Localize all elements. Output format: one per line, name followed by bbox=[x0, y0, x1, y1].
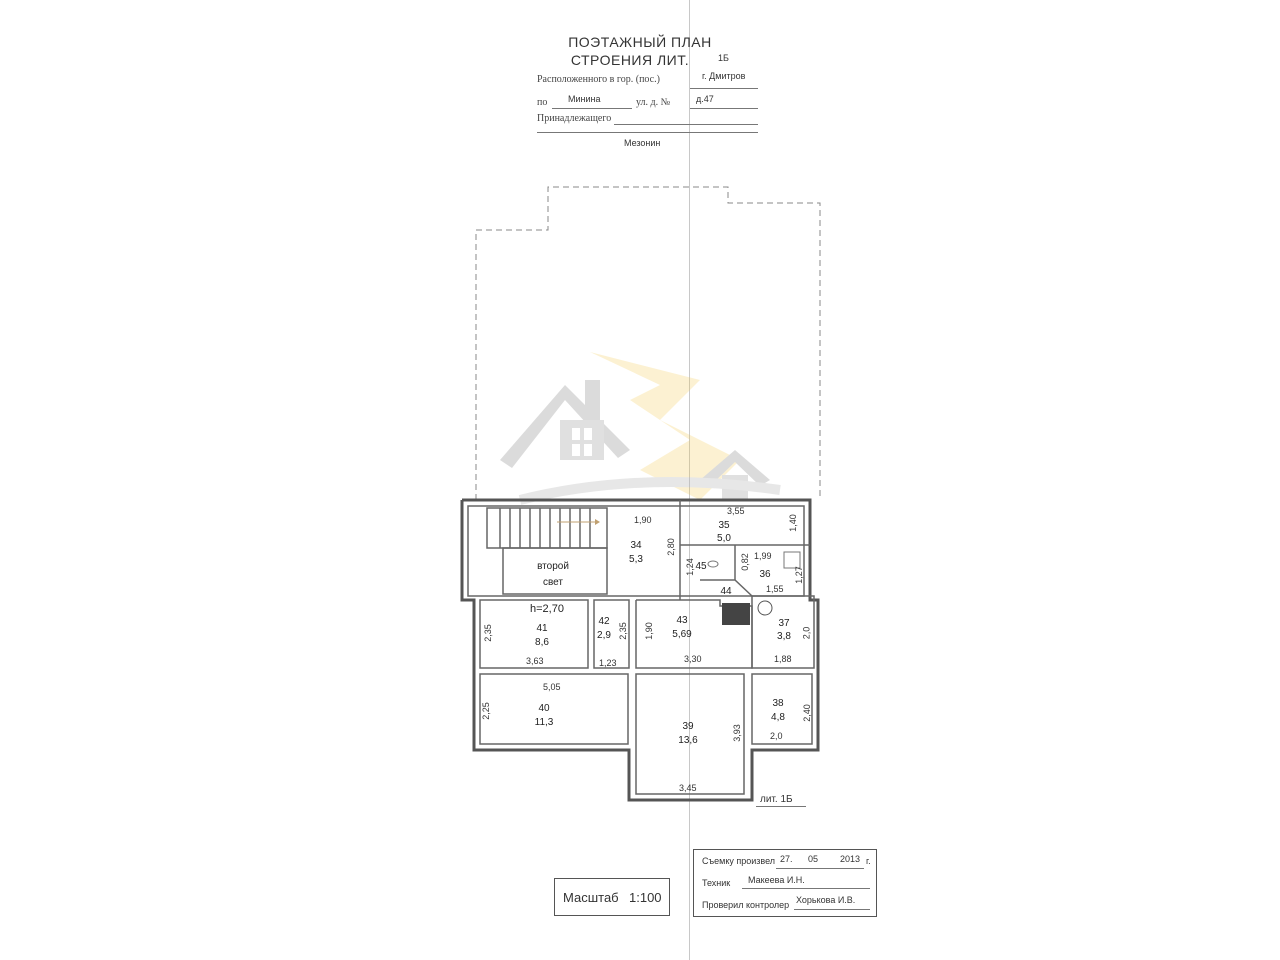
room-35-number: 35 bbox=[718, 520, 730, 531]
room-40-area: 11,3 bbox=[534, 717, 554, 728]
survey-stamp: Съемку произвел 27. 05 2013 г. Техник Ма… bbox=[693, 849, 877, 917]
survey-year: 2013 bbox=[840, 854, 861, 864]
toilet-fixture bbox=[707, 560, 719, 568]
dim-0-82: 0,82 bbox=[739, 553, 750, 571]
dim-3-63: 3,63 bbox=[526, 656, 544, 666]
technician-label: Техник bbox=[702, 878, 731, 888]
dim-1-88: 1,88 bbox=[774, 654, 792, 664]
room-36-number: 36 bbox=[759, 569, 771, 580]
technician-name: Макеева И.Н. bbox=[748, 875, 805, 885]
room-40-number: 40 bbox=[538, 703, 550, 714]
house-label: ул. д. № bbox=[636, 97, 671, 108]
controller-name: Хорькова И.В. bbox=[796, 895, 856, 905]
dim-2-0-bottom: 2,0 bbox=[770, 731, 783, 741]
room-39-number: 39 bbox=[682, 721, 694, 732]
room-35-area: 5,0 bbox=[717, 533, 731, 544]
room-37-area: 3,8 bbox=[777, 631, 791, 642]
city-value: г. Дмитров bbox=[702, 71, 746, 81]
survey-year-suffix: г. bbox=[866, 856, 871, 866]
controller-label: Проверил контролер bbox=[702, 900, 790, 910]
dim-2-40: 2,40 bbox=[801, 704, 812, 722]
scale-value: 1:100 bbox=[629, 890, 662, 905]
floor-label: Мезонин bbox=[624, 138, 661, 148]
second-light-line-1: второй bbox=[537, 561, 569, 572]
dim-3-93: 3,93 bbox=[731, 724, 742, 742]
title-line-1: ПОЭТАЖНЫЙ ПЛАН bbox=[568, 34, 712, 50]
room-42-number: 42 bbox=[598, 616, 610, 627]
room-39-area: 13,6 bbox=[678, 735, 698, 746]
dim-5-05: 5,05 bbox=[543, 682, 561, 692]
paper-fold-line bbox=[689, 0, 690, 960]
dim-1-23: 1,23 bbox=[599, 658, 617, 668]
owner-label: Принадлежащего bbox=[537, 113, 612, 124]
room-37-number: 37 bbox=[778, 618, 790, 629]
dim-1-99: 1,99 bbox=[754, 551, 772, 561]
dim-3-45: 3,45 bbox=[679, 783, 697, 793]
dim-2-80: 2,80 bbox=[665, 538, 676, 556]
dim-1-90-mid: 1,90 bbox=[643, 622, 654, 640]
second-light-line-2: свет bbox=[542, 577, 563, 588]
title-litera: 1Б bbox=[718, 53, 729, 63]
scale-box: Масштаб 1:100 bbox=[554, 878, 670, 916]
dim-2-0-mid: 2,0 bbox=[801, 626, 812, 640]
room-44-number: 44 bbox=[720, 586, 732, 597]
room-38-area: 4,8 bbox=[771, 712, 785, 723]
ceiling-height: h=2,70 bbox=[530, 603, 564, 615]
scale-label: Масштаб bbox=[563, 890, 619, 905]
chimney bbox=[722, 603, 750, 625]
dim-2-25: 2,25 bbox=[480, 702, 491, 720]
room-34-area: 5,3 bbox=[629, 554, 643, 565]
sink-fixture bbox=[783, 551, 801, 569]
dim-2-35-mid: 2,35 bbox=[617, 622, 628, 640]
dim-1-40: 1,40 bbox=[787, 514, 798, 532]
room-43-number: 43 bbox=[676, 615, 688, 626]
room-42-area: 2,9 bbox=[597, 630, 611, 641]
street-prefix: по bbox=[537, 97, 548, 108]
street-value: Минина bbox=[568, 94, 601, 104]
located-label: Расположенного в гор. (пос.) bbox=[537, 74, 660, 85]
dim-1-90-top: 1,90 bbox=[634, 515, 652, 525]
room-41-area: 8,6 bbox=[535, 637, 549, 648]
survey-day: 27. bbox=[780, 854, 793, 864]
dim-1-27: 1,27 bbox=[793, 566, 804, 584]
survey-label: Съемку произвел bbox=[702, 856, 776, 866]
room-38-number: 38 bbox=[772, 698, 784, 709]
boiler-fixture bbox=[757, 600, 773, 616]
survey-month: 05 bbox=[808, 854, 819, 864]
dim-2-35-left: 2,35 bbox=[482, 624, 493, 642]
dim-3-55: 3,55 bbox=[727, 506, 745, 516]
room-45-number: 45 bbox=[695, 561, 707, 572]
room-43-area: 5,69 bbox=[672, 629, 692, 640]
watermark-logo bbox=[500, 352, 781, 505]
room-34-number: 34 bbox=[630, 540, 642, 551]
dim-1-55: 1,55 bbox=[766, 584, 784, 594]
room-41-number: 41 bbox=[536, 623, 548, 634]
dim-1-24: 1,24 bbox=[684, 558, 695, 576]
litera-label: лит. 1Б bbox=[760, 794, 793, 805]
title-line-2: СТРОЕНИЯ ЛИТ. bbox=[570, 52, 690, 68]
house-value: д.47 bbox=[696, 94, 714, 104]
dim-3-30: 3,30 bbox=[684, 654, 702, 664]
